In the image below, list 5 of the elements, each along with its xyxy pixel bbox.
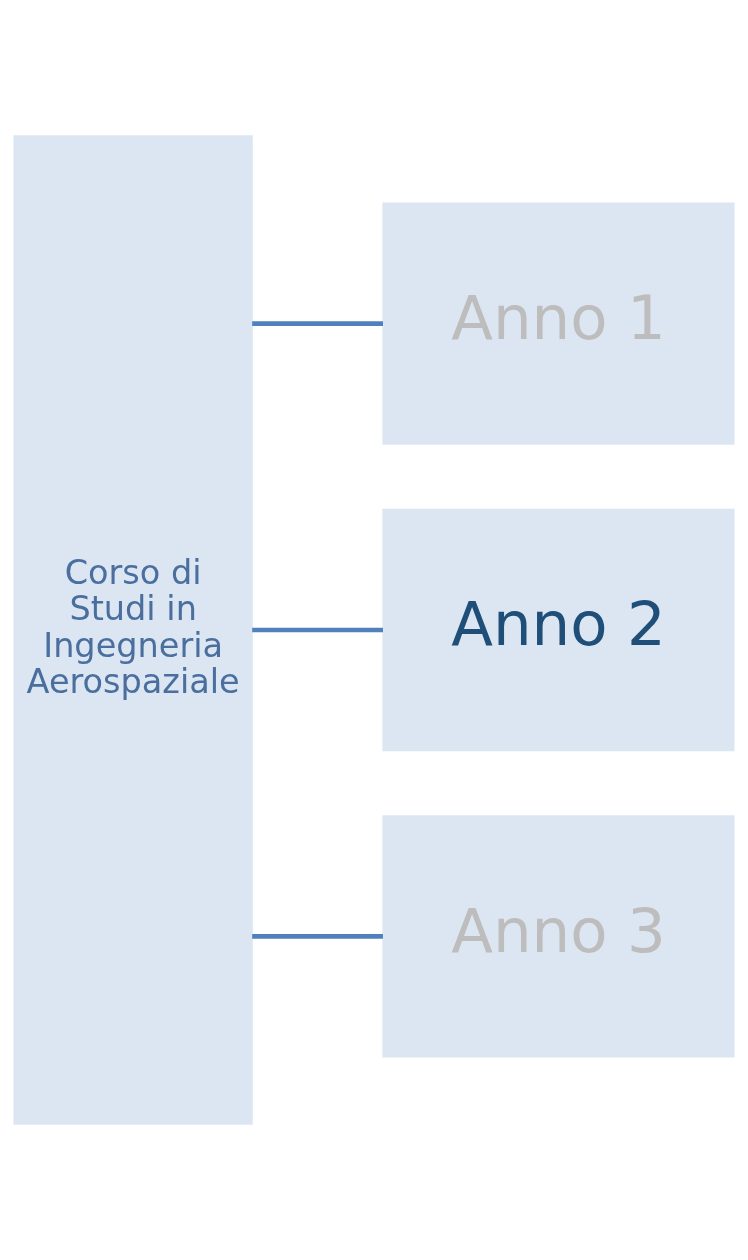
connector (252, 934, 383, 939)
connector (252, 321, 383, 326)
node-box: Corso di Studi in Ingegneria Aerospaziale (13, 135, 253, 1125)
node-box: Anno 2 (382, 508, 735, 752)
connector (252, 627, 383, 633)
